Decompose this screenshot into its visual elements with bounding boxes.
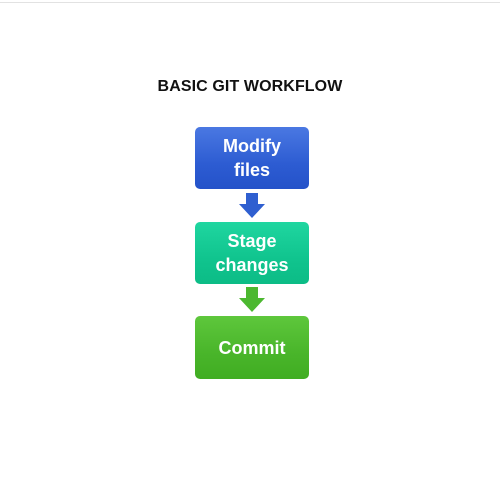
top-divider [0,2,500,3]
step-label: Stage changes [215,231,289,275]
step-stage-changes: Stage changes [195,222,309,284]
step-modify-files: Modify files [195,127,309,189]
step-label: Modify files [223,136,281,180]
diagram-title: BASIC GIT WORKFLOW [157,78,343,95]
arrow-down-icon [239,287,265,312]
step-commit: Commit [195,316,309,379]
arrow-down-icon [239,193,265,218]
step-label: Commit [218,337,286,358]
